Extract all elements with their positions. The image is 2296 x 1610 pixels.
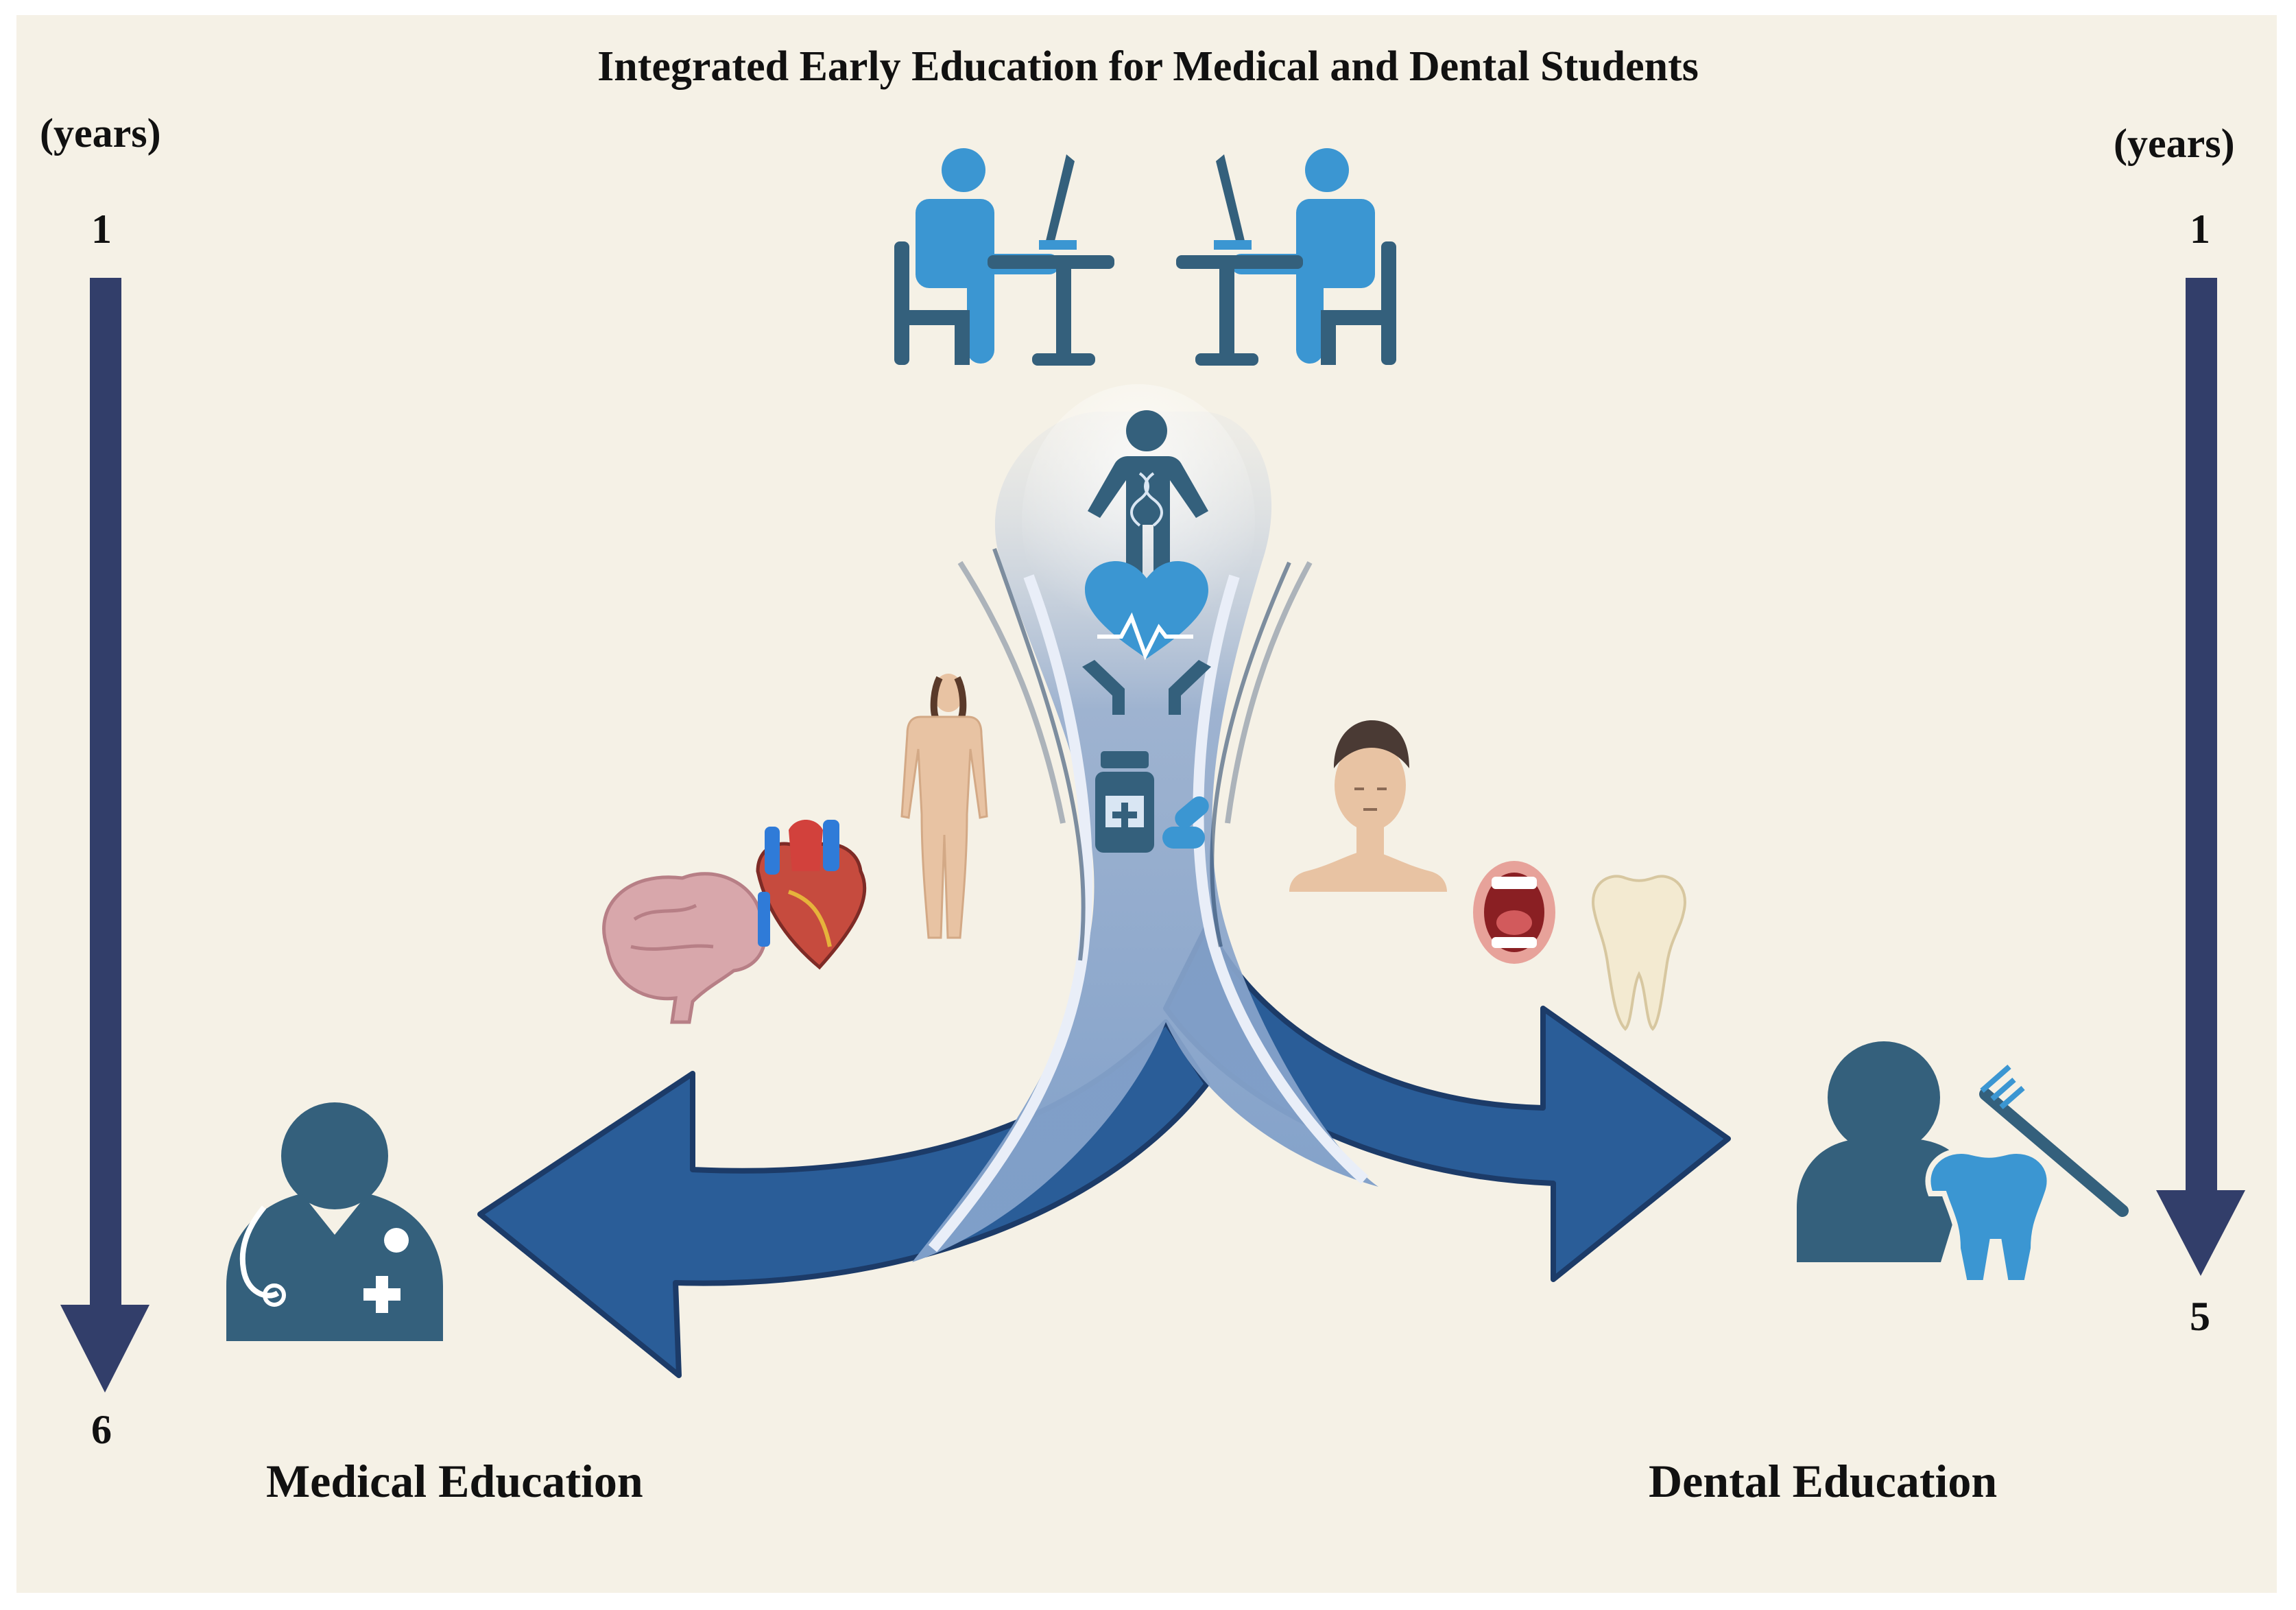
left-axis-unit: (years) xyxy=(40,110,161,156)
heart-care-icon xyxy=(1082,561,1211,715)
dentist-icon xyxy=(1797,1041,2129,1286)
human-body-icon xyxy=(900,674,988,939)
right-axis-end: 5 xyxy=(2190,1294,2210,1339)
student-at-desk-icon xyxy=(894,148,1114,366)
diagram-title: Integrated Early Education for Medical a… xyxy=(597,43,1699,90)
right-axis-start: 1 xyxy=(2190,206,2210,252)
right-axis-unit: (years) xyxy=(2114,121,2235,166)
face-icon xyxy=(1289,720,1447,892)
brain-icon xyxy=(602,872,767,1024)
dna-person-icon xyxy=(1088,410,1208,590)
open-mouth-icon xyxy=(1473,861,1555,964)
timeline-arrow-left xyxy=(60,278,150,1393)
student-at-desk-icon xyxy=(1176,148,1396,366)
doctor-icon xyxy=(226,1102,443,1341)
tooth-icon xyxy=(1592,875,1686,1031)
medicine-icon xyxy=(1095,751,1209,853)
medical-education-label: Medical Education xyxy=(266,1455,643,1507)
left-axis-end: 6 xyxy=(91,1407,112,1452)
timeline-arrow-right xyxy=(2156,278,2245,1276)
left-axis-start: 1 xyxy=(91,206,112,252)
heart-anatomy-icon xyxy=(756,820,867,970)
dental-education-label: Dental Education xyxy=(1649,1455,1998,1507)
